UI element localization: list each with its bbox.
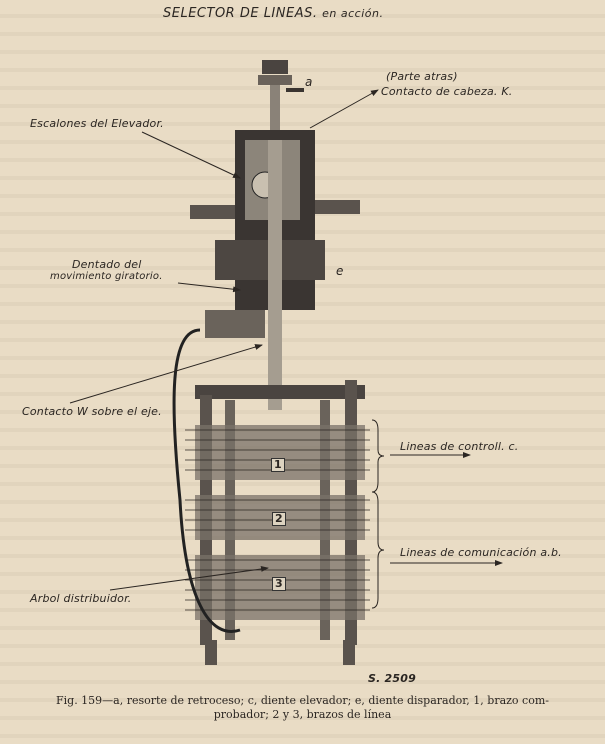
label-arbol: Arbol distribuidor.	[30, 592, 132, 605]
label-contacto-cabeza: Contacto de cabeza. K.	[381, 85, 513, 98]
plate-reference: S. 2509	[368, 672, 416, 685]
label-escalones: Escalones del Elevador.	[30, 117, 164, 130]
figure-caption: Fig. 159—a, resorte de retroceso; c, die…	[0, 694, 605, 722]
label-lineas-control: Lineas de controll. c.	[400, 440, 519, 453]
caption-line-1: Fig. 159—a, resorte de retroceso; c, die…	[56, 694, 549, 707]
label-lineas-comunicacion: Lineas de comunicación a.b.	[400, 546, 562, 559]
label-dentado-1: Dentado del	[72, 258, 142, 271]
label-dentado-2: movimiento giratorio.	[50, 271, 163, 282]
label-contacto-w: Contacto W sobre el eje.	[22, 405, 162, 418]
label-e: e	[336, 264, 344, 278]
arm-number-3: 3	[272, 577, 286, 591]
caption-line-2: probador; 2 y 3, brazos de línea	[213, 708, 392, 721]
arm-number-2: 2	[272, 512, 286, 526]
label-parte-atras: (Parte atras)	[386, 70, 458, 83]
arm-number-1: 1	[271, 458, 285, 472]
label-a: a	[305, 75, 313, 89]
figure-title: SELECTOR DE LINEAS. en acción.	[163, 6, 384, 21]
